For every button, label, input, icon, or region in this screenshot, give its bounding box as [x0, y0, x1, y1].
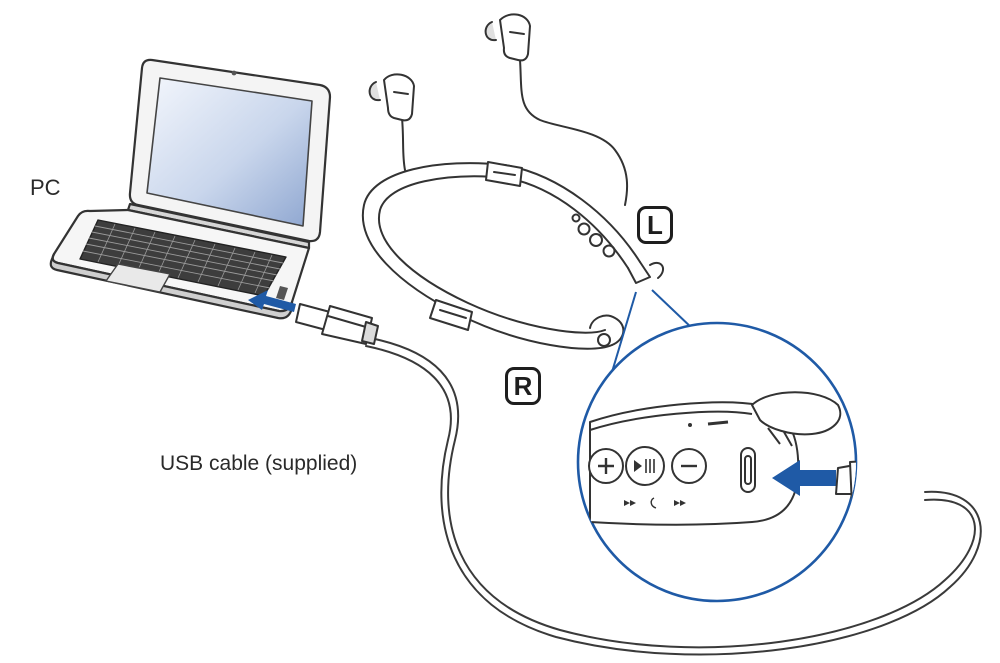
- volume-up-icon: [588, 448, 624, 484]
- usb-cable-icon: [365, 337, 982, 656]
- volume-down-icon: [671, 448, 707, 484]
- usb-plug-icon: [295, 303, 379, 345]
- laptop-icon: [49, 58, 332, 320]
- right-side-badge: R: [505, 367, 541, 405]
- insert-arrow-icon: [248, 290, 296, 312]
- usb-cable-label: USB cable (supplied): [160, 452, 358, 475]
- pc-label: PC: [30, 175, 61, 200]
- neckband-headphones-icon: [361, 13, 665, 350]
- play-pause-icon: [625, 446, 665, 486]
- zoom-callout: [576, 289, 858, 603]
- micro-usb-port-icon: [740, 447, 756, 493]
- left-side-badge: L: [637, 206, 673, 244]
